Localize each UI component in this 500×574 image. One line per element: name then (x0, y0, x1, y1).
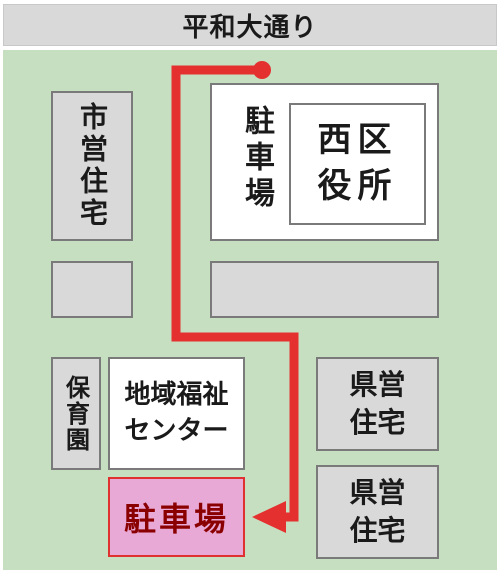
heiwa-odori-street: 平和大通り (3, 4, 497, 46)
welfare-center-label: 地域福祉 センター (124, 380, 229, 446)
destination-parking-label: 駐車場 (123, 500, 229, 538)
route-arrow-head (252, 501, 286, 533)
route-line (171, 65, 299, 522)
prefectural-housing-label-2: 県営 住宅 (349, 476, 406, 547)
street-name-label: 平和大通り (182, 12, 318, 43)
ward-office-complex: 駐車場 西区 役所 (210, 83, 439, 241)
city-housing-label: 市営住宅 (76, 102, 109, 230)
route-start-marker (253, 61, 271, 79)
prefectural-housing-block-1: 県営 住宅 (316, 357, 439, 451)
prefectural-housing-label-1: 県営 住宅 (349, 368, 406, 439)
nursery-block: 保育園 (51, 357, 101, 470)
welfare-center-block: 地域福祉 センター (108, 357, 245, 470)
nursery-label: 保育園 (61, 374, 90, 453)
ward-office-building: 西区 役所 (289, 103, 426, 225)
prefectural-housing-block-2: 県営 住宅 (316, 465, 439, 559)
parking-main-label: 駐車場 (239, 105, 274, 213)
lot-block-left (51, 261, 133, 318)
lot-block-right (210, 261, 439, 318)
ward-office-label: 西区 役所 (317, 120, 398, 206)
destination-parking-block: 駐車場 (108, 477, 245, 557)
city-housing-block: 市営住宅 (51, 91, 133, 241)
